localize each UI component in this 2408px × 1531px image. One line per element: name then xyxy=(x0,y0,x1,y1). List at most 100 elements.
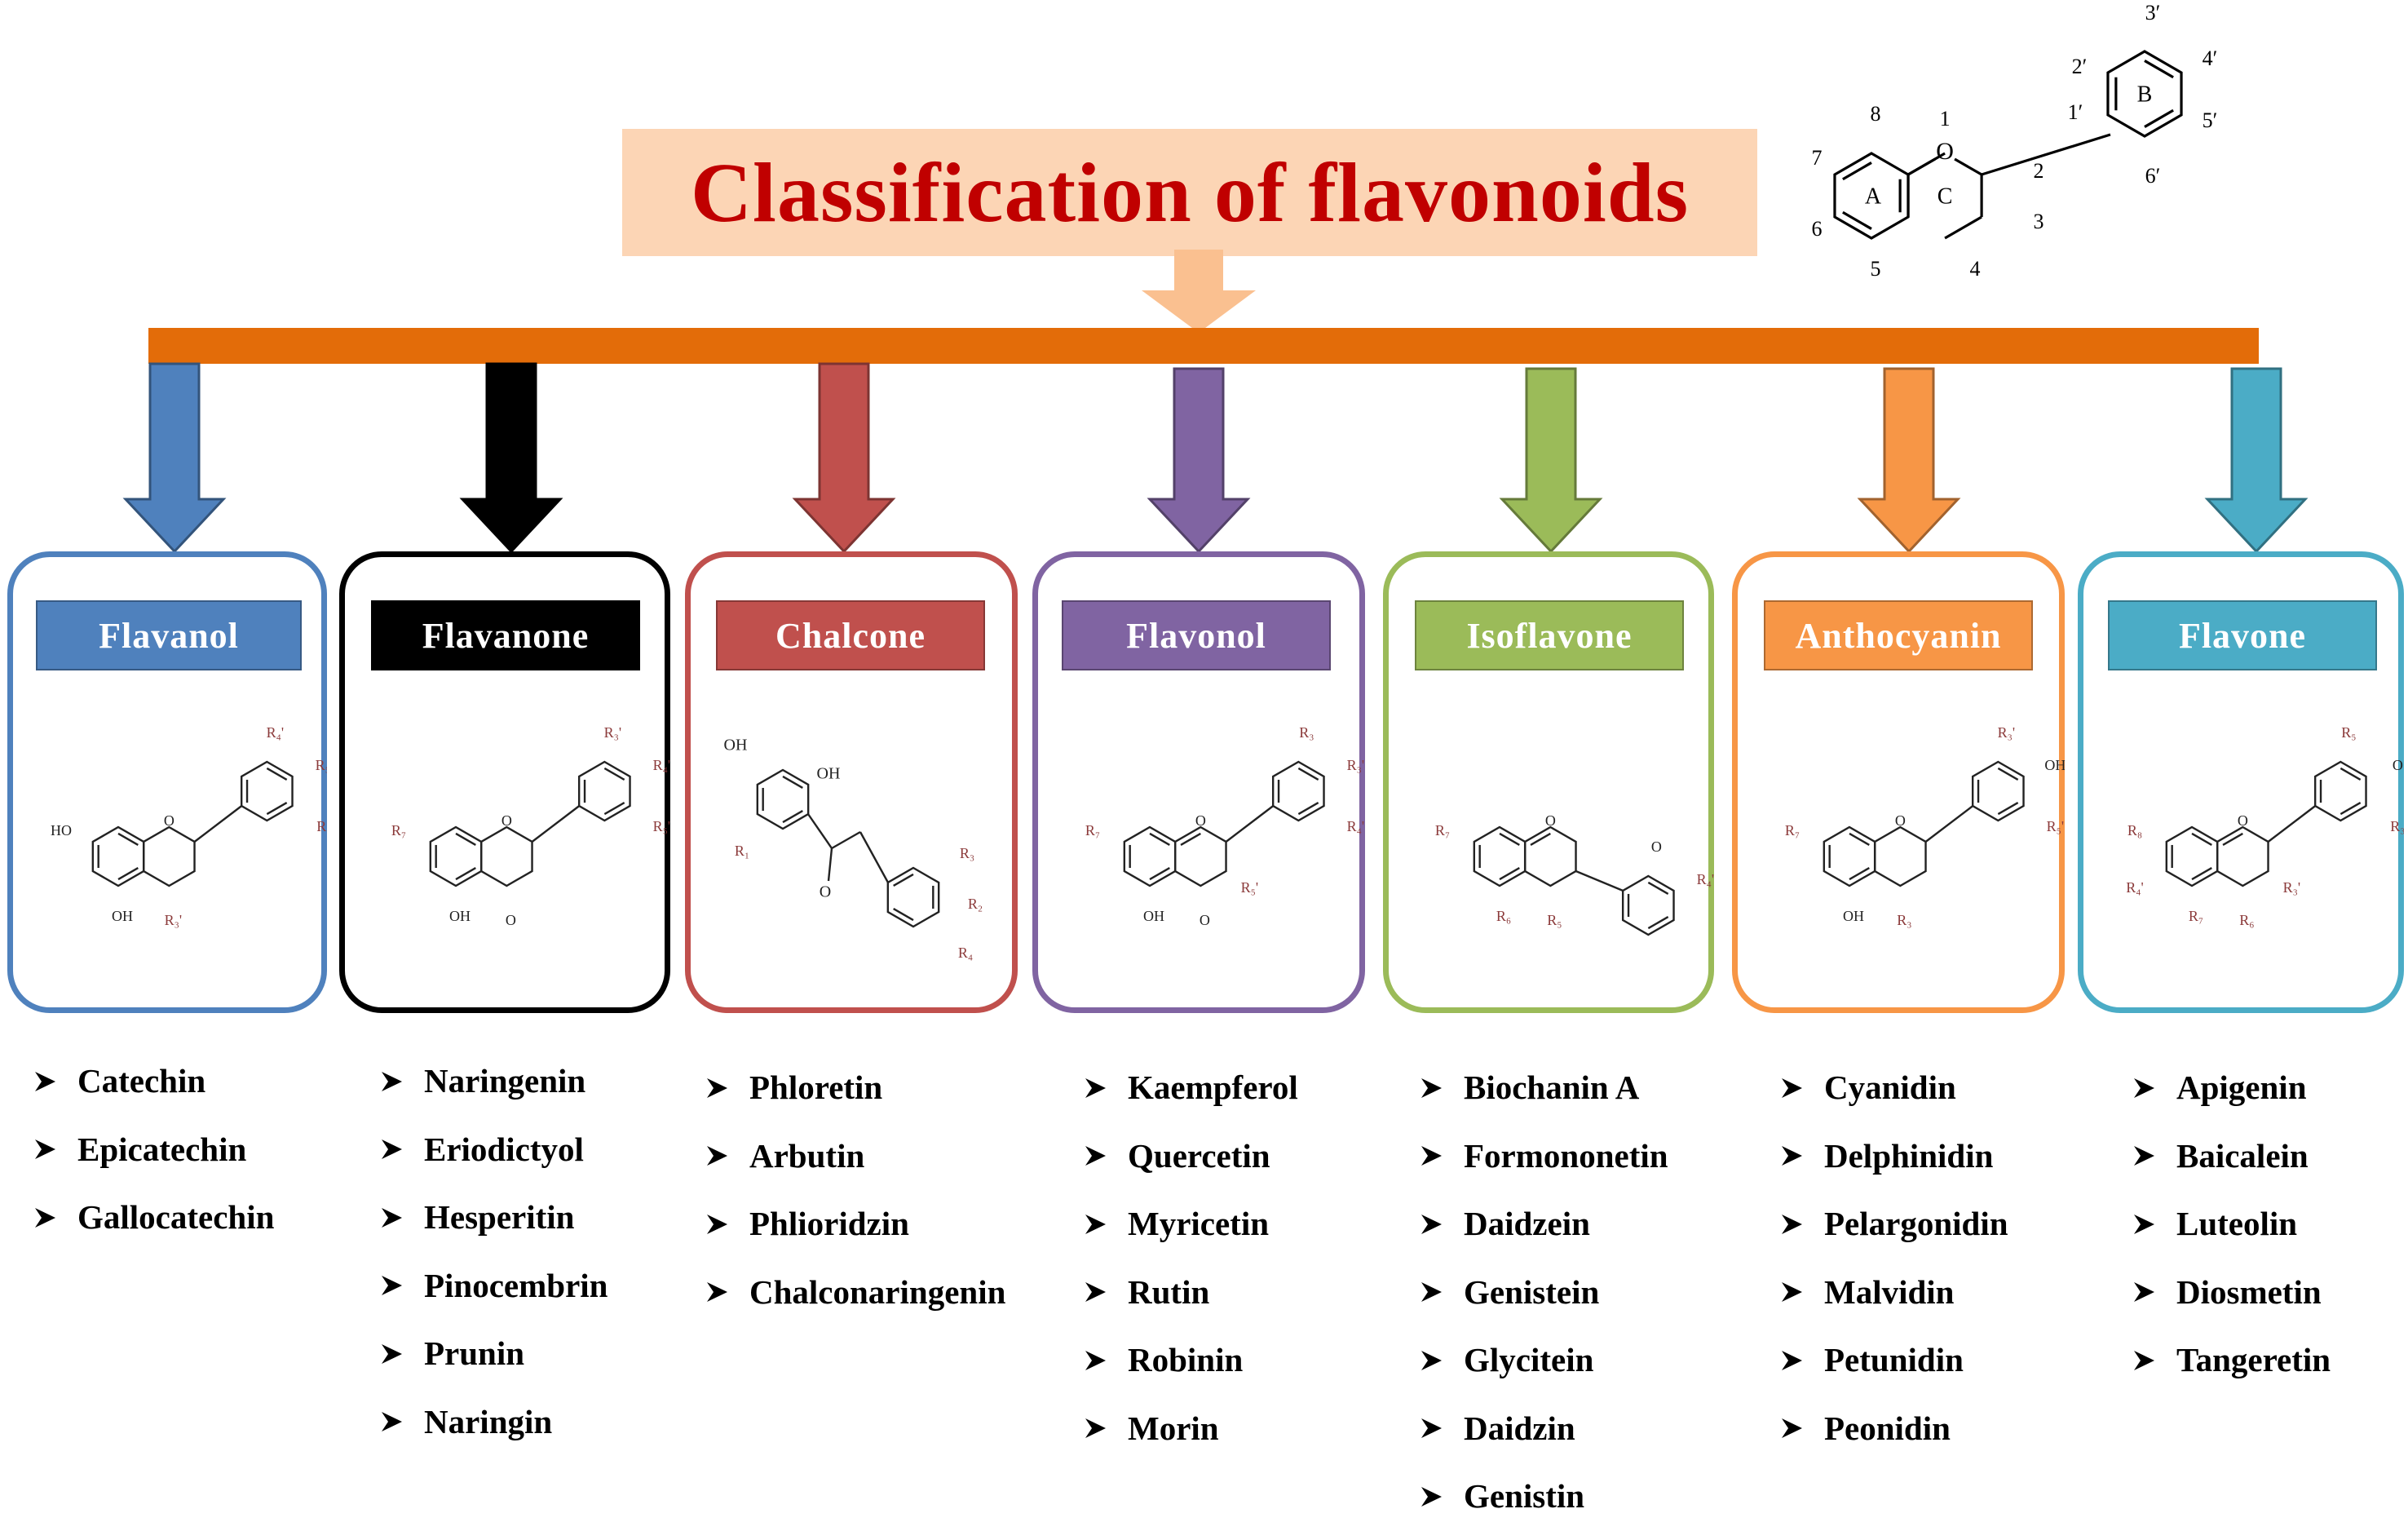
ring-label-a: A xyxy=(1865,184,1882,209)
double-bond xyxy=(1842,162,1872,181)
compound-name: Naringenin xyxy=(424,1062,586,1100)
ring xyxy=(142,825,196,887)
double-bond xyxy=(266,767,288,781)
compound-name: Genistin xyxy=(1464,1477,1585,1515)
compound-name: Hesperitin xyxy=(424,1198,575,1236)
class-arrow-flavonol xyxy=(1147,367,1251,554)
compound-item: Glycitein xyxy=(1419,1326,1668,1395)
class-arrow-anthocyanin xyxy=(1857,367,1961,554)
double-bond xyxy=(603,767,625,781)
arrow-bullet-icon xyxy=(1419,1076,1443,1100)
ring xyxy=(2216,825,2269,887)
structure-label: R₂ xyxy=(968,896,983,912)
arrow-bullet-icon xyxy=(1419,1348,1443,1373)
double-bond xyxy=(603,802,625,816)
compound-item: Kaempferol xyxy=(1083,1054,1298,1122)
double-bond xyxy=(1849,832,1870,846)
class-arrow-flavanone xyxy=(459,362,563,554)
arrow-bullet-icon xyxy=(379,1069,404,1094)
compound-item: Baicalein xyxy=(2132,1122,2331,1191)
title-box: Classification of flavonoids xyxy=(622,129,1757,256)
structure-label: R₇ xyxy=(391,822,406,839)
double-bond xyxy=(1297,767,1319,781)
double-bond xyxy=(1499,867,1520,881)
class-label-isoflavone: Isoflavone xyxy=(1415,600,1684,670)
arrow-bullet-icon xyxy=(1779,1280,1804,1304)
position-label: 5′ xyxy=(2203,108,2218,132)
compound-item: Robinin xyxy=(1083,1326,1298,1395)
structure-label: R₃' xyxy=(604,724,622,741)
ring xyxy=(1621,874,1675,936)
arrow-bullet-icon xyxy=(379,1342,404,1366)
main-arrow-shape xyxy=(1142,250,1256,333)
compound-item: Hesperitin xyxy=(379,1184,608,1252)
compound-item: Daidzin xyxy=(1419,1395,1668,1463)
compound-item: Cyanidin xyxy=(1779,1054,2008,1122)
distribution-bar xyxy=(148,328,2259,364)
ring xyxy=(1523,825,1577,887)
structure-label: O xyxy=(1200,912,1210,928)
double-bond xyxy=(1530,832,1551,846)
arrow-bullet-icon xyxy=(379,1273,404,1298)
structure-label: R₇ xyxy=(1785,822,1800,839)
arrow-bullet-icon xyxy=(1779,1144,1804,1168)
bond xyxy=(1907,157,1936,176)
double-bond xyxy=(1149,832,1170,846)
arrow-bullet-icon xyxy=(1779,1212,1804,1237)
class-arrow-chalcone xyxy=(792,362,896,554)
arrow-bullet-icon xyxy=(33,1069,57,1094)
compound-item: Apigenin xyxy=(2132,1054,2331,1122)
double-bond xyxy=(1647,916,1669,930)
compound-item: Myricetin xyxy=(1083,1190,1298,1259)
ring xyxy=(1971,760,2025,822)
ring xyxy=(2313,760,2367,822)
ring xyxy=(1473,825,1527,887)
main-down-arrow xyxy=(1142,250,1256,333)
compound-name: Apigenin xyxy=(2176,1069,2307,1106)
ring-label-c: C xyxy=(1937,184,1953,209)
double-bond xyxy=(782,810,803,824)
arrow-bullet-icon xyxy=(1083,1416,1107,1440)
arrow-bullet-icon xyxy=(1419,1280,1443,1304)
arrow-bullet-icon xyxy=(379,1137,404,1162)
double-bond xyxy=(2340,802,2362,816)
structure-label: O xyxy=(506,912,516,928)
arrow-bullet-icon xyxy=(1419,1144,1443,1168)
ring xyxy=(1873,825,1927,887)
compound-item: Diosmetin xyxy=(2132,1259,2331,1327)
structure-label: R₇ xyxy=(1435,822,1450,839)
ring xyxy=(756,768,810,830)
compound-name: Quercetin xyxy=(1128,1136,1270,1175)
position-label: 2′ xyxy=(2072,55,2088,78)
compound-name: Baicalein xyxy=(2176,1136,2309,1175)
structure-label: R₈ xyxy=(2127,822,2142,839)
compound-item: Luteolin xyxy=(2132,1190,2331,1259)
structure-label: R₄' xyxy=(267,724,285,741)
ring xyxy=(886,866,940,928)
class-arrow-flavanol xyxy=(122,362,227,554)
structure-label: R₄' xyxy=(1347,818,1365,834)
arrow-bullet-icon xyxy=(33,1206,57,1230)
double-bond xyxy=(2144,60,2174,79)
structure-label: R₃ xyxy=(316,818,327,834)
double-bond xyxy=(1997,802,2019,816)
compound-name: Eriodictyol xyxy=(424,1130,584,1168)
compound-name: Pelargonidin xyxy=(1824,1205,2008,1242)
compound-name: Diosmetin xyxy=(2176,1272,2322,1311)
compound-name: Malvidin xyxy=(1824,1272,1955,1311)
ring xyxy=(1271,760,1325,822)
structure-label: OH xyxy=(817,765,841,783)
arrow-bullet-icon xyxy=(2132,1144,2156,1168)
double-bond xyxy=(1849,867,1870,881)
class-label-flavone: Flavone xyxy=(2108,600,2377,670)
compound-item: Tangeretin xyxy=(2132,1326,2331,1395)
double-bond xyxy=(1180,832,1201,846)
compound-name: Genistein xyxy=(1464,1272,1600,1311)
compound-name: Formononetin xyxy=(1464,1136,1668,1175)
compound-item: Naringenin xyxy=(379,1047,608,1116)
